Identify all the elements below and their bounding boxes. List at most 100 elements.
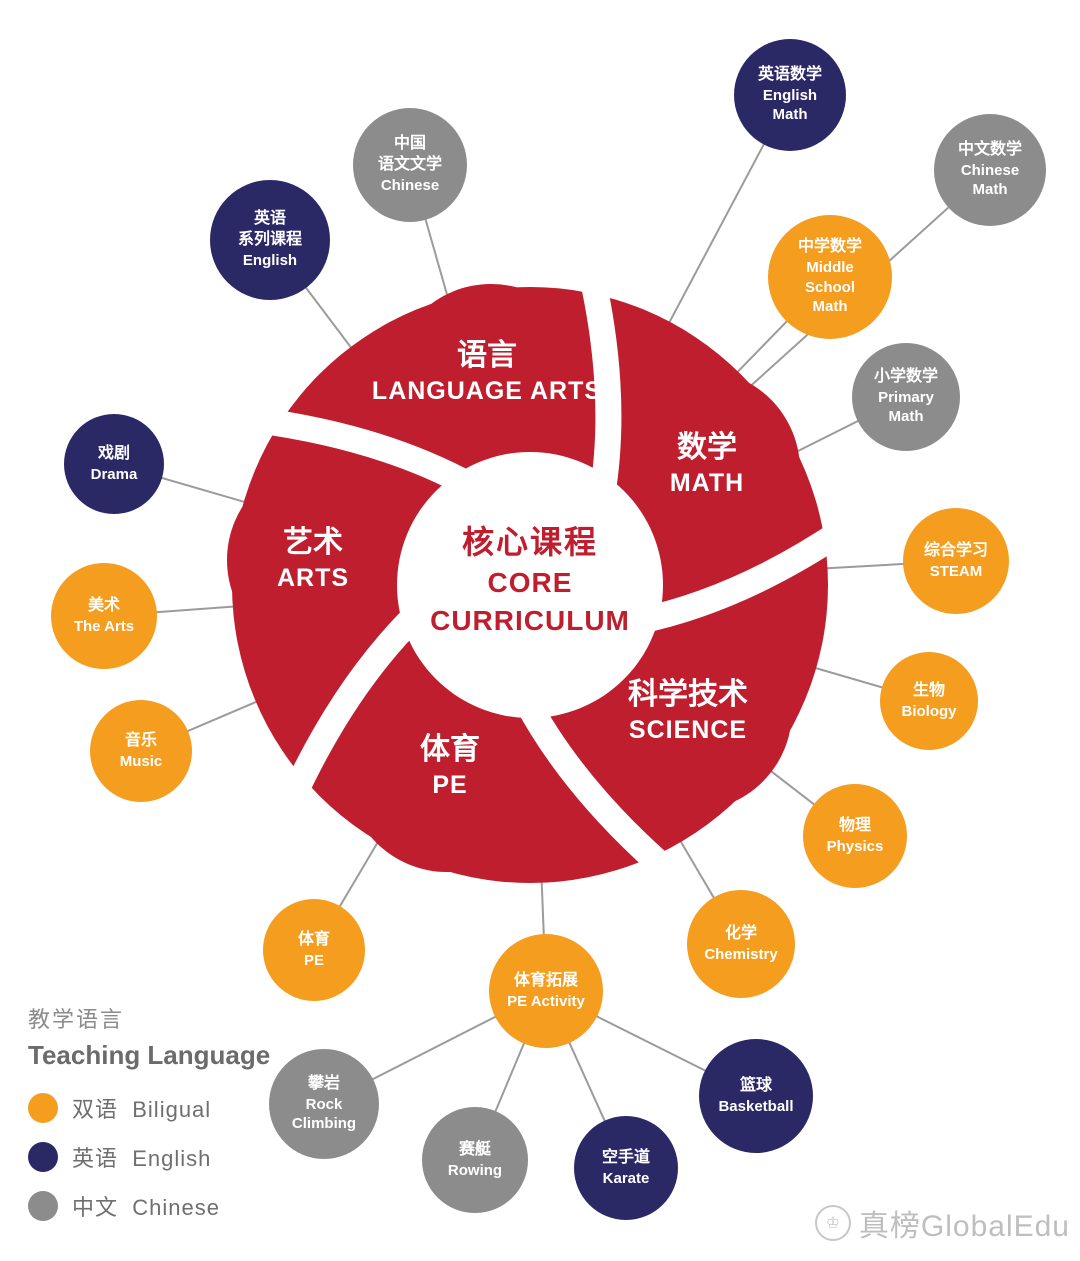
node-text: Middle: [806, 259, 854, 277]
blade-label-pe: 体育 PE: [330, 731, 570, 801]
node-english-course: 英语 系列课程 English: [210, 180, 330, 300]
wheel-separator: [626, 516, 858, 634]
node-basketball: 篮球 Basketball: [699, 1039, 813, 1153]
node-text: Basketball: [718, 1097, 794, 1115]
node-text: 化学: [724, 924, 757, 942]
wheel-separator: [279, 600, 431, 812]
blade-zh: 数学: [677, 431, 737, 464]
blade-zh: 艺术: [283, 526, 343, 559]
wheel-separator: [578, 258, 622, 509]
legend-label-zh: 双语: [72, 1097, 119, 1122]
wheel-separator: [243, 407, 484, 499]
blade-label-arts: 艺术 ARTS: [193, 524, 433, 594]
legend-label: 英语 English: [72, 1141, 211, 1173]
blade-zh: 科学技术: [628, 678, 748, 711]
blade-en: SCIENCE: [628, 716, 748, 744]
node-text: Chinese: [960, 161, 1020, 179]
node-text: Rowing: [447, 1161, 503, 1179]
legend-title-zh: 教学语言: [28, 1007, 125, 1032]
node-text: Math: [812, 298, 848, 316]
node-text: Biology: [901, 702, 957, 720]
node-text: Rock: [305, 1095, 343, 1113]
legend-label: 双语 Biligual: [72, 1092, 211, 1124]
node-rock-climbing: 攀岩 Rock Climbing: [269, 1049, 379, 1159]
node-middle-school-math: 中学数学 Middle School Math: [768, 215, 892, 339]
node-text: Drama: [90, 465, 138, 483]
core-curriculum-label: 核心课程 CORE CURRICULUM: [390, 520, 670, 640]
teaching-language-legend: 教学语言 Teaching Language 双语 Biligual 英语 En…: [28, 1005, 270, 1222]
node-text: 英语数学: [757, 66, 822, 84]
node-text: Primary: [878, 388, 934, 406]
center-zh: 核心课程: [461, 524, 598, 560]
blade-label-language-arts: 语言 LANGUAGE ARTS: [367, 337, 607, 407]
node-text: Climbing: [291, 1115, 357, 1133]
node-text: Karate: [602, 1169, 650, 1187]
chinese-dot-icon: [28, 1191, 58, 1221]
legend-item-english: 英语 English: [28, 1141, 270, 1173]
legend-label-zh: 英语: [72, 1146, 119, 1171]
node-text: 语文文学: [377, 156, 442, 174]
node-text: 空手道: [601, 1148, 650, 1166]
blade-label-math: 数学 MATH: [587, 429, 827, 499]
globaledu-logo-icon: ♔: [814, 1205, 851, 1241]
node-pe: 体育 PE: [263, 899, 365, 1001]
watermark: ♔ 真榜GlobalEdu: [814, 1201, 1070, 1245]
node-pe-activity: 体育拓展 PE Activity: [489, 934, 603, 1048]
node-text: PE Activity: [507, 992, 585, 1010]
node-biology: 生物 Biology: [880, 652, 978, 750]
center-en: CURRICULUM: [430, 605, 630, 636]
blade-bulge-language: [391, 284, 591, 484]
center-en: CORE: [487, 567, 573, 598]
blade-zh: 体育: [420, 733, 480, 766]
legend-item-bilingual: 双语 Biligual: [28, 1092, 270, 1124]
node-text: 中文数学: [957, 141, 1022, 159]
english-dot-icon: [28, 1142, 58, 1172]
curriculum-wheel: [227, 258, 858, 886]
node-text: English: [762, 86, 818, 104]
node-text: 体育: [297, 930, 330, 948]
legend-label-en: Biligual: [132, 1097, 212, 1122]
node-text: 美术: [87, 596, 120, 614]
node-text: 体育拓展: [513, 971, 578, 989]
node-chinese-language: 中国 语文文学 Chinese: [353, 108, 467, 222]
wheel-center-disc: [397, 452, 663, 718]
node-text: Chinese: [380, 177, 440, 195]
node-text: School: [804, 278, 855, 296]
watermark-text: 真榜GlobalEdu: [858, 1210, 1070, 1243]
node-the-arts: 美术 The Arts: [51, 563, 157, 669]
node-text: 综合学习: [923, 541, 988, 559]
blade-bulge-science: [592, 611, 792, 811]
node-text: Physics: [826, 837, 884, 855]
blade-en: LANGUAGE ARTS: [371, 377, 603, 405]
blade-en: PE: [432, 771, 468, 799]
node-physics: 物理 Physics: [803, 784, 907, 888]
node-text: Chemistry: [704, 945, 778, 963]
blade-en: ARTS: [276, 564, 350, 592]
node-text: 物理: [838, 816, 871, 834]
node-english-math: 英语数学 English Math: [734, 39, 846, 151]
node-text: PE: [303, 951, 324, 969]
node-chemistry: 化学 Chemistry: [687, 890, 795, 998]
blade-bulge-math: [600, 370, 800, 570]
node-text: 赛艇: [458, 1140, 491, 1158]
legend-label: 中文 Chinese: [72, 1190, 220, 1222]
blade-label-science: 科学技术 SCIENCE: [568, 676, 808, 746]
node-drama: 戏剧 Drama: [64, 414, 164, 514]
blade-zh: 语言: [457, 339, 517, 372]
legend-item-chinese: 中文 Chinese: [28, 1190, 270, 1222]
node-text: Math: [772, 106, 808, 124]
node-text: 小学数学: [873, 368, 938, 386]
node-text: English: [242, 252, 298, 270]
node-steam: 综合学习 STEAM: [903, 508, 1009, 614]
node-rowing: 赛艇 Rowing: [422, 1107, 528, 1213]
blade-en: MATH: [669, 469, 745, 497]
node-text: STEAM: [929, 562, 983, 580]
legend-label-en: Chinese: [132, 1195, 220, 1220]
node-text: 戏剧: [97, 444, 130, 462]
node-text: 中国: [393, 135, 426, 153]
node-text: Math: [972, 181, 1008, 199]
node-chinese-math: 中文数学 Chinese Math: [934, 114, 1046, 226]
node-music: 音乐 Music: [90, 700, 192, 802]
